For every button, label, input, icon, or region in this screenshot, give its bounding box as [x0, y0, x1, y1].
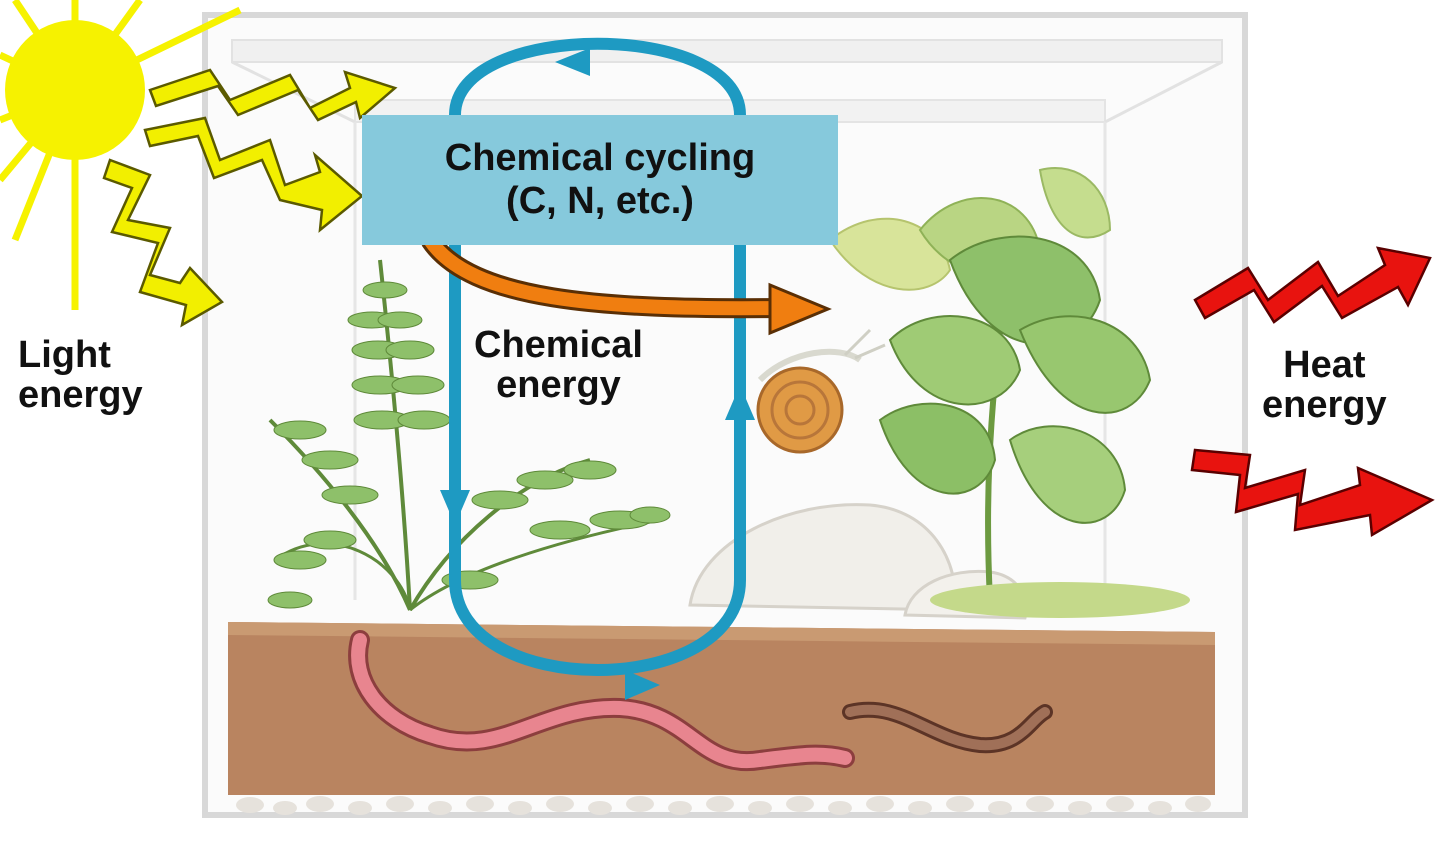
chemical-cycling-title: Chemical cycling [445, 137, 755, 180]
chemical-cycling-box: Chemical cycling (C, N, etc.) [362, 115, 838, 245]
heat-energy-label: Heat energy [1262, 346, 1387, 426]
light-energy-label: Light energy [18, 336, 143, 416]
chemical-energy-label: Chemical energy [474, 326, 643, 406]
light-energy-label-line1: Light [18, 336, 143, 376]
heat-energy-label-line2: energy [1262, 386, 1387, 426]
soil [228, 622, 1215, 815]
chemical-energy-label-line1: Chemical [474, 326, 643, 366]
chemical-cycling-elements: (C, N, etc.) [506, 180, 694, 223]
heat-energy-label-line1: Heat [1262, 346, 1387, 386]
chemical-energy-label-line2: energy [474, 366, 643, 406]
light-energy-label-line2: energy [18, 376, 143, 416]
